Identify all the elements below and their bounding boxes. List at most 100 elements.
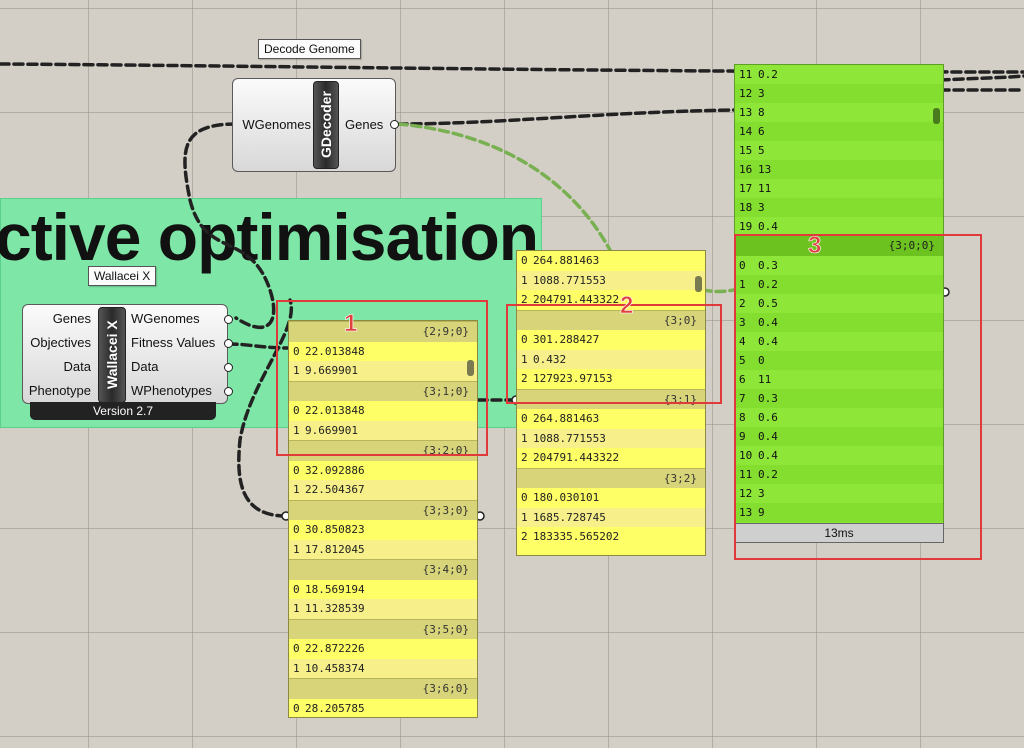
row-index: 1 (293, 483, 300, 496)
row-value: 13 (758, 163, 772, 176)
row-value: 8 (758, 106, 765, 119)
row-index: 3 (739, 316, 746, 329)
row-value: 0.4 (758, 449, 778, 462)
wallacei-output-fitness-values[interactable]: Fitness Values (131, 335, 216, 350)
panel-2-scrollbar[interactable] (695, 276, 702, 292)
row-value: 301.288427 (533, 333, 600, 346)
panel-1-scrollbar[interactable] (467, 360, 474, 376)
row-index: 7 (739, 392, 746, 405)
row-value: 1088.771553 (533, 273, 606, 287)
row-value: 22.013848 (305, 344, 365, 358)
row-index: 19 (739, 220, 753, 233)
row-index: 17 (739, 182, 753, 195)
row-index: 2 (521, 530, 528, 543)
row-value: 17.812045 (305, 542, 365, 556)
row-value: 0.2 (758, 468, 778, 481)
wallacei-input-data[interactable]: Data (63, 359, 91, 374)
wallacei-tag: Wallacei X (88, 266, 157, 286)
row-value: 183335.565202 (533, 530, 620, 543)
wallacei-port-fitness[interactable] (224, 339, 233, 348)
row-value: 204791.443322 (533, 451, 620, 464)
row-value: 32.092886 (305, 463, 365, 477)
decoder-input-wgenomes[interactable]: WGenomes (242, 117, 311, 132)
row-value: 0.2 (758, 68, 778, 81)
annotation-label-2: 2 (620, 292, 634, 320)
wallacei-output-wgenomes[interactable]: WGenomes (131, 311, 200, 326)
wallacei-output-data[interactable]: Data (131, 359, 159, 374)
row-index: 1 (293, 364, 300, 377)
decoder-output-port[interactable] (390, 120, 399, 129)
row-value: 3 (758, 87, 765, 100)
wallacei-version: Version 2.7 (30, 402, 216, 420)
row-index: 1 (521, 510, 528, 524)
row-value: 28.205785 (305, 701, 365, 715)
row-value: 0.3 (758, 392, 778, 405)
row-index: 1 (293, 661, 300, 675)
row-value: 30.850823 (305, 523, 365, 536)
panel-row: 0 30.850823 (289, 520, 477, 540)
row-index: 0 (521, 412, 528, 425)
row-index: 13 (739, 106, 753, 119)
row-value: 0.4 (758, 430, 778, 443)
group-title: ctive optimisation (0, 200, 539, 274)
wallacei-port-wgenomes[interactable] (224, 315, 233, 324)
row-index: 12 (739, 487, 753, 500)
panel-3-scrollbar[interactable] (933, 108, 940, 124)
row-value: 0.4 (758, 316, 778, 329)
row-value: 6 (758, 125, 765, 138)
panel-row: 2 204791.443322 (517, 448, 705, 468)
wallacei-port-data[interactable] (224, 363, 233, 372)
path-header: {3;2} (517, 467, 705, 488)
row-index: 16 (739, 163, 753, 176)
row-value: 0 (758, 354, 765, 367)
wallacei-badge: Wallacei X (98, 307, 126, 403)
row-index: 12 (739, 87, 753, 100)
row-index: 0 (293, 523, 300, 536)
row-index: 2 (521, 451, 528, 464)
panel-3-timer: 13ms (734, 523, 944, 543)
wallacei-input-phenotype[interactable]: Phenotype (28, 383, 91, 398)
row-index: 1 (293, 542, 300, 556)
decoder-output-genes[interactable]: Genes (345, 117, 384, 132)
row-index: 11 (739, 468, 753, 481)
wallacei-port-wphenotypes[interactable] (224, 387, 233, 396)
row-value: 0.6 (758, 411, 778, 424)
wallacei-input-genes[interactable]: Genes (52, 311, 91, 326)
row-index: 4 (739, 335, 746, 348)
wallacei-component[interactable]: Genes Objectives Data Phenotype Wallacei… (22, 304, 228, 404)
row-value: 264.881463 (533, 412, 600, 425)
row-index: 9 (739, 430, 746, 443)
wallacei-output-wphenotypes[interactable]: WPhenotypes (131, 383, 212, 398)
annotation-box-1 (276, 300, 488, 456)
row-value: 204791.443322 (533, 293, 620, 306)
wallacei-input-objectives[interactable]: Objectives (30, 335, 91, 350)
row-value: 0.4 (758, 220, 778, 233)
gdecoder-component[interactable]: WGenomes GDecoder Genes (232, 78, 396, 172)
row-value: 5 (758, 144, 765, 157)
row-index: 13 (739, 506, 753, 519)
row-index: 0 (293, 404, 300, 417)
path-header: {3;6;0} (289, 678, 477, 699)
row-index: 11 (739, 68, 753, 81)
